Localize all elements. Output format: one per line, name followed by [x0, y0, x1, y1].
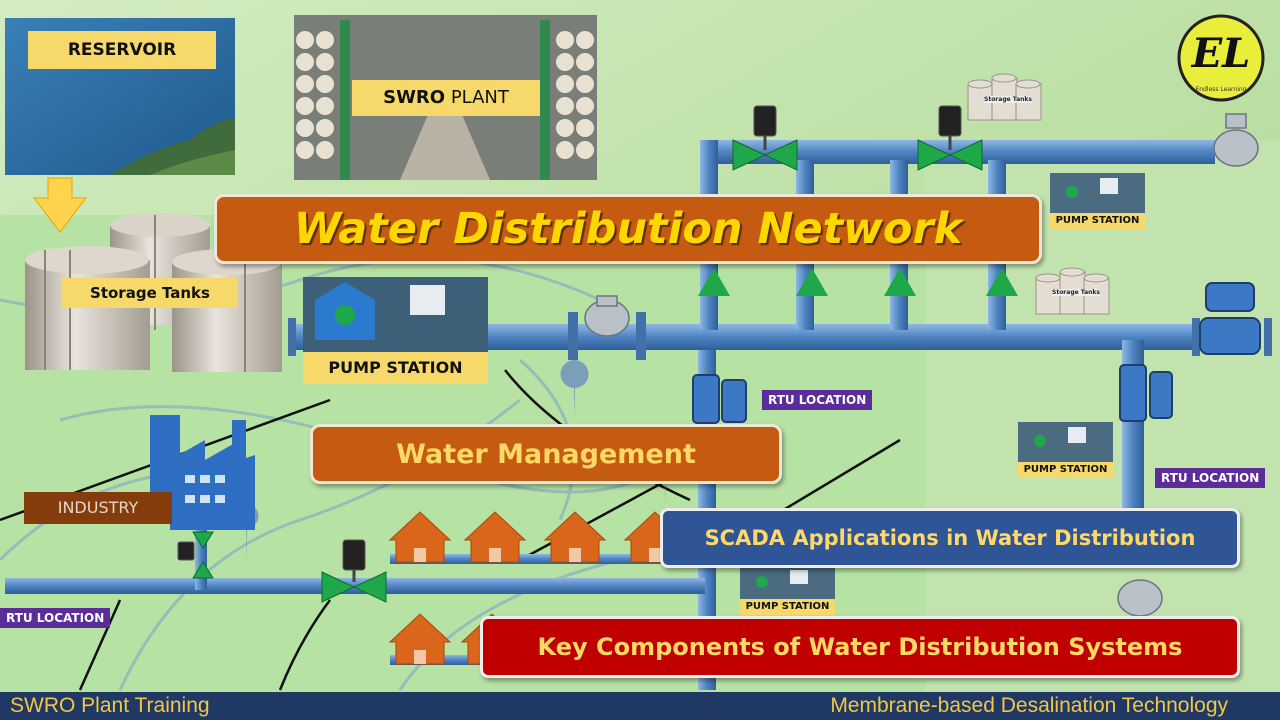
storage-tanks-small-label-top: Storage Tanks — [984, 96, 1032, 103]
water-management-text: Water Management — [396, 438, 696, 470]
scada-banner: SCADA Applications in Water Distribution — [660, 508, 1240, 568]
footer-bar: SWRO Plant Training Membrane-based Desal… — [0, 692, 1280, 720]
scada-text: SCADA Applications in Water Distribution — [704, 526, 1196, 550]
pump-station-label-top-right: PUMP STATION — [1050, 213, 1145, 229]
reservoir-label: RESERVOIR — [28, 31, 216, 69]
rtu-location-label-center: RTU LOCATION — [762, 390, 873, 410]
swro-label-rest: PLANT — [445, 87, 509, 108]
swro-label-bold: SWRO — [383, 87, 446, 108]
water-management-banner: Water Management — [310, 424, 782, 484]
logo-subtitle: Endless Learning — [1195, 86, 1247, 93]
page-title: Water Distribution Network — [293, 204, 963, 254]
logo-text: EL — [1191, 30, 1251, 77]
rtu-location-label-right: RTU LOCATION — [1155, 468, 1266, 488]
footer-right-text: Membrane-based Desalination Technology — [830, 694, 1228, 717]
factory-icon — [150, 415, 255, 530]
swro-plant-label: SWRO PLANT — [352, 80, 540, 116]
pump-station-label-bottom: PUMP STATION — [740, 599, 835, 615]
pump-station-label-right: PUMP STATION — [1018, 462, 1113, 478]
rtu-location-label-left: RTU LOCATION — [0, 608, 111, 628]
storage-tanks-small-label-mid: Storage Tanks — [1052, 289, 1100, 296]
key-components-text: Key Components of Water Distribution Sys… — [537, 633, 1183, 661]
storage-tanks-label: Storage Tanks — [62, 278, 238, 308]
footer-left-text: SWRO Plant Training — [10, 694, 210, 717]
pump-station-label-main: PUMP STATION — [303, 352, 488, 384]
title-banner: Water Distribution Network — [214, 194, 1042, 264]
industry-label: INDUSTRY — [24, 492, 172, 524]
key-components-banner: Key Components of Water Distribution Sys… — [480, 616, 1240, 678]
